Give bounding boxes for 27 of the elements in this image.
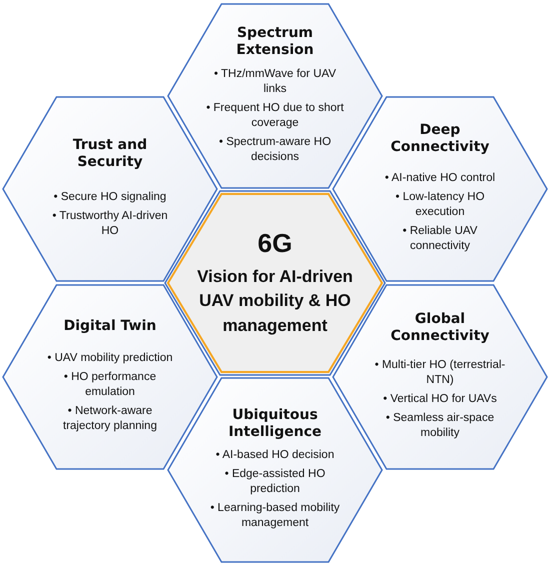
bullet-item: • Edge-assisted HO prediction [224,467,326,498]
bullet-item: • Reliable UAV connectivity [402,224,478,254]
bullet-item: • Learning-based mobility management [209,501,341,532]
hexagon-title: Trust and Security [72,136,148,170]
bullet-item: • UAV mobility prediction [47,351,173,366]
bullet-item: • Multi-tier HO (terrestrial-NTN) [374,358,506,388]
hexagon-title: Digital Twin [64,318,156,336]
hexagon-title: Ubiquitous Intelligence [227,406,323,440]
hexagon-title: Deep Connectivity [390,122,490,156]
bullet-item: • AI-native HO control [384,171,496,186]
hexagon-title: Global Connectivity [390,310,490,344]
hexagon-title: Spectrum Extension [235,25,315,59]
bullet-item: • AI-based HO decision [216,448,334,464]
bullet-item: • Secure HO signaling [54,190,166,206]
bullet-item: • Vertical HO for UAVs [383,392,497,408]
hexagon-subtitle: Vision for AI-driven UAV mobility & HO management [196,266,354,337]
hexagon-panel [167,377,383,563]
bullet-item: • Low-latency HO execution [394,190,486,220]
bullet-item: • HO performance emulation [62,370,158,400]
bullet-item: • THz/mmWave for UAV links [212,66,338,97]
bullet-item: • Frequent HO due to short coverage [205,100,345,131]
bullet-item: • Spectrum-aware HO decisions [218,134,332,165]
hexagon-panel [167,3,383,189]
bullet-item: • Trustworthy AI-driven HO [51,209,169,240]
hexagon-title: 6G [258,228,292,259]
bullet-item: • Network-aware trajectory planning [62,404,158,434]
bullet-item: • Seamless air-space mobility [384,411,496,442]
